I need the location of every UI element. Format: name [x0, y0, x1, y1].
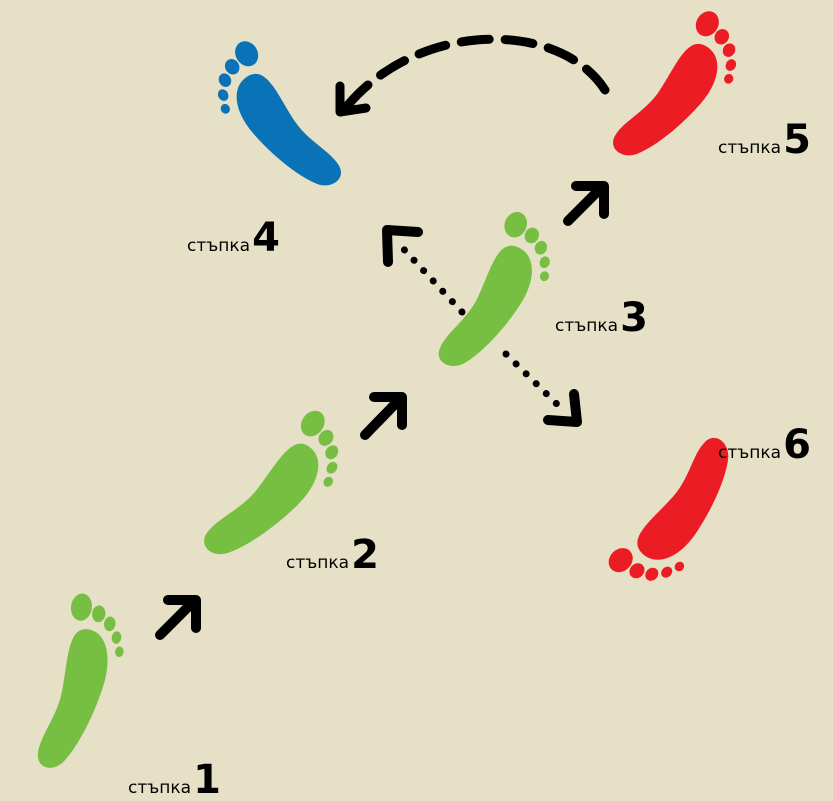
step-label-number: 4 — [252, 215, 280, 261]
step-label-word: стъпка — [555, 316, 619, 336]
step-label-number: 2 — [351, 532, 379, 578]
step-label-5: стъпка5 — [718, 120, 811, 160]
arrow-2-to-3 — [360, 392, 407, 440]
step-label-word: стъпка — [128, 778, 192, 798]
step-label-number: 1 — [193, 757, 221, 801]
arrow-5-to-4-dashed — [335, 34, 610, 117]
arrow-3-to-4-dotted — [382, 225, 466, 316]
footprint-step-4 — [196, 30, 346, 214]
step-label-3: стъпка3 — [555, 298, 648, 338]
footprint-step-1 — [36, 590, 131, 776]
step-label-2: стъпка2 — [286, 535, 379, 575]
arrow-3-to-5 — [563, 181, 609, 226]
step-label-1: стъпка1 — [128, 760, 221, 800]
step-label-number: 6 — [783, 422, 811, 468]
step-label-number: 3 — [620, 295, 648, 341]
footprint-step-3 — [435, 203, 568, 389]
step-label-4: стъпка4 — [187, 218, 280, 258]
arrow-1-to-2 — [155, 595, 201, 640]
step-label-word: стъпка — [286, 553, 350, 573]
step-label-number: 5 — [783, 117, 811, 163]
step-label-word: стъпка — [718, 443, 782, 463]
step-label-6: стъпка6 — [718, 425, 811, 465]
step-label-word: стъпка — [187, 236, 251, 256]
arrow-3-to-6-dotted — [502, 350, 582, 427]
step-label-word: стъпка — [718, 138, 782, 158]
